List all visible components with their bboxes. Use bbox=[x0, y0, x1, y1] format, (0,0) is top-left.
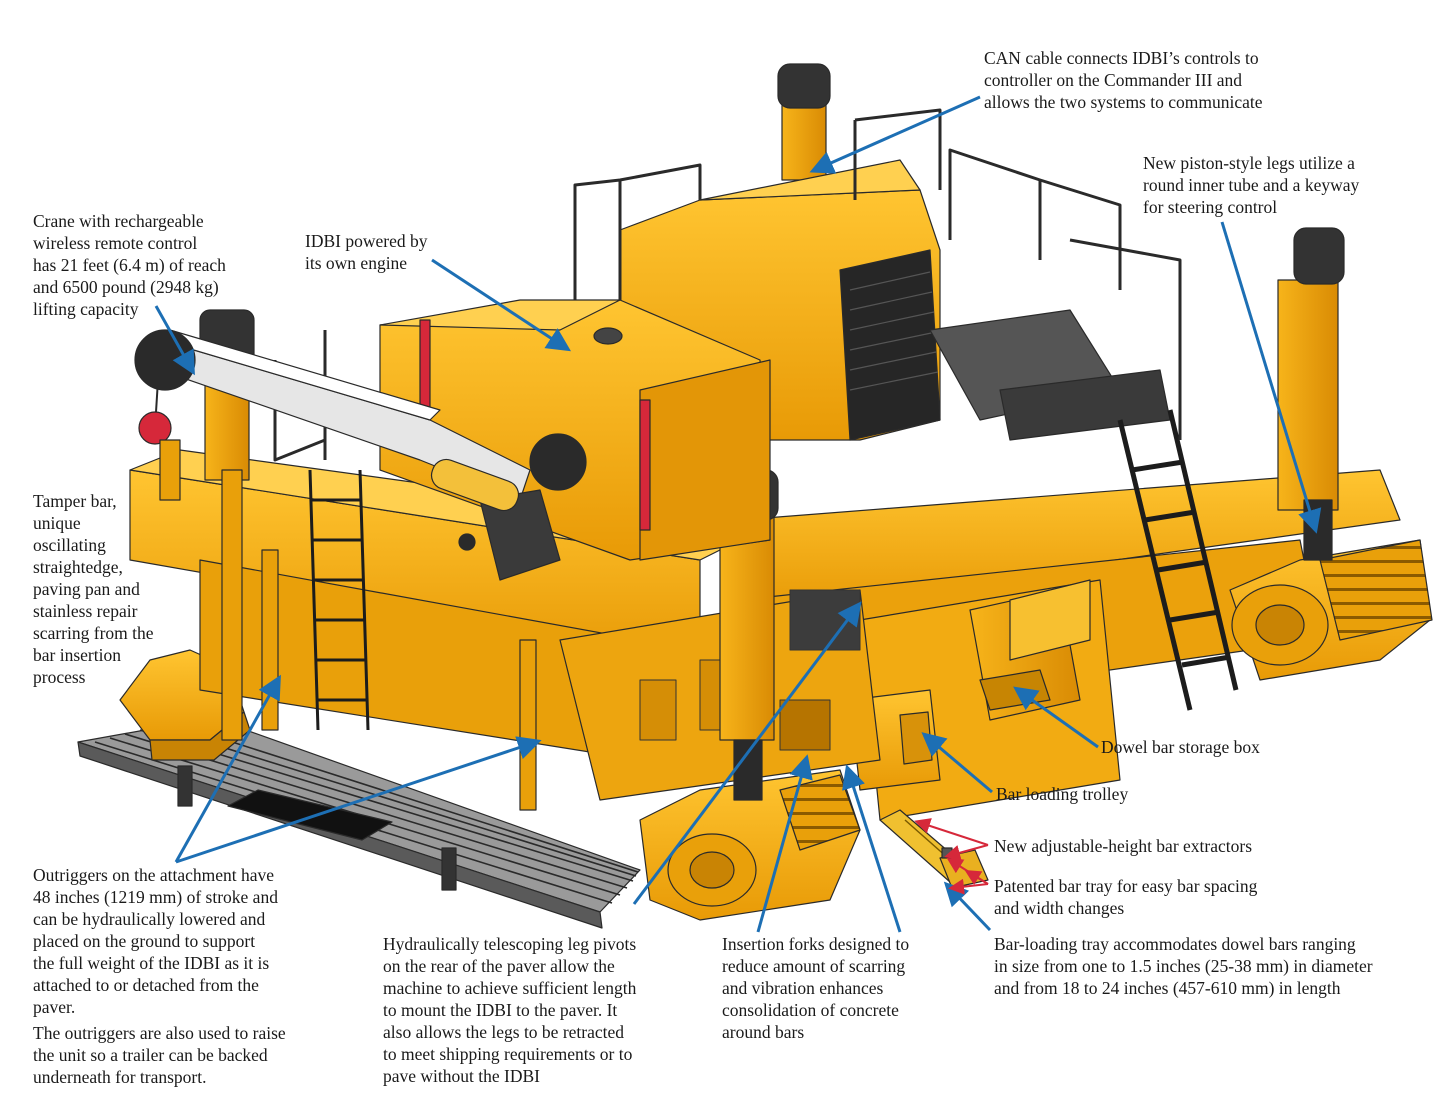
callout-line: the unit so a trailer can be backed bbox=[33, 1045, 268, 1065]
callout-line: unique bbox=[33, 513, 81, 533]
callout-line: Patented bar tray for easy bar spacing bbox=[994, 876, 1258, 896]
callout-line: pave without the IDBI bbox=[383, 1066, 540, 1086]
callout-line: IDBI powered by bbox=[305, 231, 428, 251]
callout-line: Bar-loading tray accommodates dowel bars… bbox=[994, 934, 1356, 954]
callout-line: Outriggers on the attachment have bbox=[33, 865, 275, 885]
callout-line: and vibration enhances bbox=[722, 978, 884, 998]
callout-line: has 21 feet (6.4 m) of reach bbox=[33, 255, 226, 275]
grating-walkway bbox=[77, 717, 641, 929]
callout-line: controller on the Commander III and bbox=[984, 70, 1243, 90]
callout-line: can be hydraulically lowered and bbox=[33, 909, 266, 929]
callout-line: The outriggers are also used to raise bbox=[33, 1023, 286, 1043]
callout-storage-box: Dowel bar storage box bbox=[1101, 736, 1260, 758]
callout-outriggers-2: The outriggers are also used to raise th… bbox=[33, 1022, 286, 1088]
leader-lines bbox=[154, 95, 1322, 933]
leg-back bbox=[777, 63, 831, 181]
callout-bar-tray: Patented bar tray for easy bar spacing a… bbox=[994, 875, 1257, 919]
callout-line: to meet shipping requirements or to bbox=[383, 1044, 633, 1064]
leg-right bbox=[1277, 227, 1345, 561]
callout-line: attached to or detached from the bbox=[33, 975, 259, 995]
railings bbox=[273, 108, 1182, 462]
track-icon bbox=[1229, 539, 1433, 681]
callout-insertion-forks: Insertion forks designed to reduce amoun… bbox=[722, 933, 909, 1043]
commander-body bbox=[619, 159, 1171, 441]
callout-loading-trolley: Bar loading trolley bbox=[996, 783, 1128, 805]
callout-line: machine to achieve sufficient length bbox=[383, 978, 637, 998]
callout-line: reduce amount of scarring bbox=[722, 956, 906, 976]
callout-extractors: New adjustable-height bar extractors bbox=[994, 835, 1252, 857]
callout-tamper-bar: Tamper bar, unique oscillating straighte… bbox=[33, 490, 154, 688]
callout-line: and 6500 pound (2948 kg) bbox=[33, 277, 219, 297]
callout-line: and width changes bbox=[994, 898, 1125, 918]
callout-line: lifting capacity bbox=[33, 299, 139, 319]
callout-line: for steering control bbox=[1143, 197, 1278, 217]
callout-idbi-engine: IDBI powered by its own engine bbox=[305, 230, 427, 274]
callout-line: Crane with rechargeable bbox=[33, 211, 204, 231]
callout-line: stainless repair bbox=[33, 601, 138, 621]
callout-line: paving pan and bbox=[33, 579, 140, 599]
callout-line: the full weight of the IDBI as it is bbox=[33, 953, 270, 973]
callout-line: 48 inches (1219 mm) of stroke and bbox=[33, 887, 278, 907]
callout-line: wireless remote control bbox=[33, 233, 198, 253]
callout-crane: Crane with rechargeable wireless remote … bbox=[33, 210, 226, 320]
callout-line: scarring from the bbox=[33, 623, 154, 643]
crane-icon bbox=[134, 329, 587, 581]
callout-outriggers: Outriggers on the attachment have 48 inc… bbox=[33, 864, 278, 1018]
track-icon bbox=[639, 769, 861, 921]
callout-line: round inner tube and a keyway bbox=[1143, 175, 1360, 195]
callout-line: in size from one to 1.5 inches (25-38 mm… bbox=[994, 956, 1373, 976]
callout-line: Hydraulically telescoping leg pivots bbox=[383, 934, 637, 954]
callout-line: to mount the IDBI to the paver. It bbox=[383, 1000, 618, 1020]
callout-line: Bar loading trolley bbox=[996, 784, 1129, 804]
callout-line: Insertion forks designed to bbox=[722, 934, 910, 954]
outriggers bbox=[159, 439, 537, 811]
ladder-icon bbox=[1117, 409, 1239, 711]
callout-line: its own engine bbox=[305, 253, 408, 273]
callout-line: underneath for transport. bbox=[33, 1067, 207, 1087]
callout-line: process bbox=[33, 667, 86, 687]
leader-lines-red bbox=[914, 818, 989, 895]
callout-piston-legs: New piston-style legs utilize a round in… bbox=[1143, 152, 1359, 218]
callout-line: Dowel bar storage box bbox=[1101, 737, 1260, 757]
callout-line: New adjustable-height bar extractors bbox=[994, 836, 1253, 856]
callout-leg-pivots: Hydraulically telescoping leg pivots on … bbox=[383, 933, 636, 1087]
callout-line: bar insertion bbox=[33, 645, 121, 665]
callout-loading-tray: Bar-loading tray accommodates dowel bars… bbox=[994, 933, 1373, 999]
machine bbox=[77, 63, 1433, 929]
callout-line: straightedge, bbox=[33, 557, 123, 577]
callout-line: Tamper bar, bbox=[33, 491, 117, 511]
callout-line: CAN cable connects IDBI’s controls to bbox=[984, 48, 1259, 68]
callout-line: oscillating bbox=[33, 535, 106, 555]
callout-line: around bars bbox=[722, 1022, 805, 1042]
callout-can-cable: CAN cable connects IDBI’s controls to co… bbox=[984, 47, 1263, 113]
callout-line: paver. bbox=[33, 997, 76, 1017]
callout-line: consolidation of concrete bbox=[722, 1000, 899, 1020]
callout-line: placed on the ground to support bbox=[33, 931, 256, 951]
callout-line: and from 18 to 24 inches (457-610 mm) in… bbox=[994, 978, 1341, 998]
callout-line: on the rear of the paver allow the bbox=[383, 956, 615, 976]
callout-line: New piston-style legs utilize a bbox=[1143, 153, 1355, 173]
callout-line: also allows the legs to be retracted bbox=[383, 1022, 625, 1042]
callout-line: allows the two systems to communicate bbox=[984, 92, 1263, 112]
storage-box bbox=[969, 579, 1091, 721]
ladder-icon bbox=[308, 469, 370, 731]
